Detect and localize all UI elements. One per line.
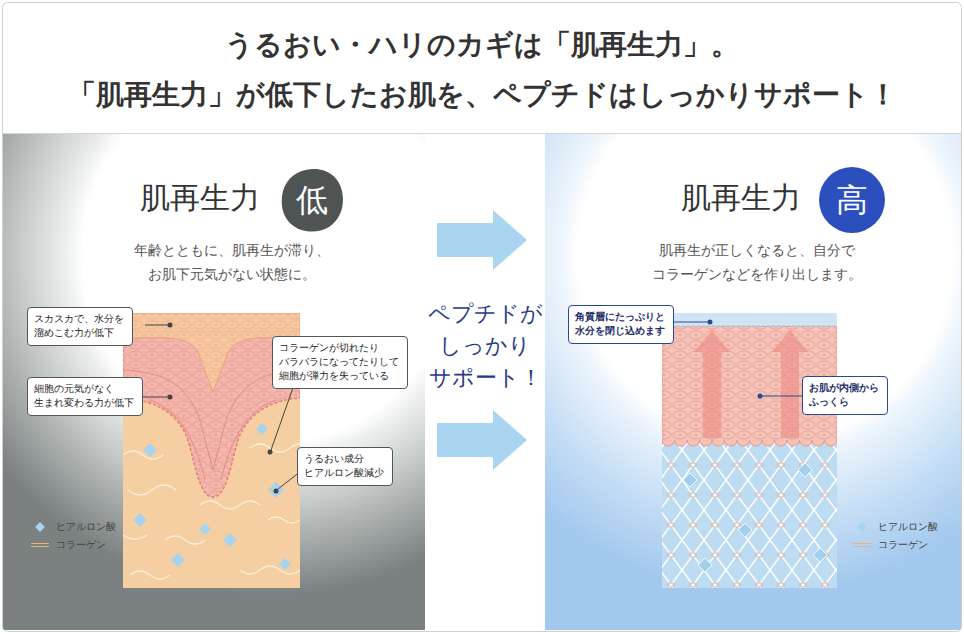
hyaluronic-acid: [279, 558, 291, 570]
callout-text: うるおい成分 ヒアルロン酸減少: [298, 448, 392, 484]
page-title: うるおい・ハリのカギは「肌再生力」。 「肌再生力」が低下したお肌を、ペプチドはし…: [68, 20, 897, 120]
leader-line: [672, 322, 810, 396]
callout-box: 細胞の元気がなく 生まれ変わる力が低下: [27, 377, 143, 416]
collagen-fiber: [128, 485, 176, 495]
skin-state-panel: 肌再生力肌再生が正しくなると、自分で コラーゲンなどを作り出します。 高角質層にた…: [545, 134, 961, 630]
legend-diamond: [857, 522, 867, 532]
callout-box: うるおい成分 ヒアルロン酸減少: [297, 447, 393, 486]
legend-label: ヒアルロン酸: [878, 520, 938, 534]
legend-entry: コラーゲン: [852, 538, 928, 552]
panel-ground: [545, 134, 961, 630]
level-mark: 高: [836, 184, 868, 216]
callout-box: 角質層にたっぷりと 水分を閉じ込めます: [568, 305, 674, 344]
growth-arrow: [694, 330, 730, 438]
center-message: ペプチドが しっかり サポート！: [428, 298, 543, 394]
block-arrow: [437, 210, 527, 270]
collagen-fiber: [200, 501, 260, 509]
block-arrow: [437, 410, 527, 470]
panel-ground: [3, 134, 961, 630]
hyaluronic-acid: [268, 482, 284, 498]
leader-dot: [708, 320, 763, 399]
growth-arrow: [694, 330, 808, 438]
hyaluronic-acid: [698, 558, 712, 572]
callout-box: お肌が内側から ふっくら: [802, 376, 888, 415]
header-rule: [3, 133, 961, 134]
callout-text: 細胞の元気がなく 生まれ変わる力が低下: [28, 378, 142, 414]
panel-description: 肌再生が正しくなると、自分で コラーゲンなどを作り出します。: [652, 238, 862, 286]
hyaluronic-acid: [199, 523, 211, 535]
panel-heading: 肌再生力: [681, 180, 801, 216]
legend-diamond: [35, 522, 45, 532]
legend-line: [31, 546, 49, 547]
hyaluronic-acid: [683, 473, 697, 487]
collagen-fiber: [250, 444, 300, 452]
badge-blob-shape: [282, 169, 343, 232]
legend-entry: ヒアルロン酸: [30, 520, 116, 534]
level-badge: 高: [819, 167, 885, 233]
callout-box: コラーゲンが切れたり バラバラになってたりして 細胞が弾力を失っている: [272, 336, 408, 389]
leader-dot: [758, 394, 763, 399]
collagen-fiber: [123, 451, 163, 459]
leader-dot: [708, 320, 713, 325]
legend-line: [853, 543, 871, 544]
collagen-fiber: [240, 566, 300, 574]
callout-text: 角質層にたっぷりと 水分を閉じ込めます: [569, 306, 673, 342]
panel-description: 年齢とともに、肌再生が滞り、 お肌下元気がない状態に。: [134, 238, 330, 286]
hyaluronic-acid: [223, 533, 237, 547]
leader-dot: [168, 323, 173, 328]
frame: [3, 3, 962, 632]
skin-illustration: [662, 313, 837, 588]
legend-line: [31, 543, 49, 544]
hyaluronic-acid: [256, 423, 268, 435]
level-badge: 低: [279, 167, 345, 233]
collagen-lattice: [662, 440, 837, 588]
leader-line: [271, 382, 295, 450]
collagen-fiber: [130, 571, 170, 579]
legend-entry: コラーゲン: [30, 538, 106, 552]
leader-line: [140, 397, 168, 398]
skin-state-panel: 肌再生力年齢とともに、肌再生が滞り、 お肌下元気がない状態に。 低スカスカで、水分…: [3, 134, 425, 630]
leader-dot: [268, 450, 273, 455]
callout-text: コラーゲンが切れたり バラバラになってたりして 細胞が弾力を失っている: [273, 337, 407, 387]
legend-sample: [852, 539, 872, 551]
leader-line: [672, 322, 708, 323]
leader-dot: [274, 489, 279, 494]
hyaluronic-acid: [813, 548, 827, 562]
stratum-corneum: [662, 313, 837, 326]
leader-line: [145, 325, 168, 326]
callout-text: スカスカで、水分を 溜めこむ力が低下: [28, 308, 132, 344]
callout-text: お肌が内側から ふっくら: [803, 377, 887, 413]
legend-label: コラーゲン: [878, 538, 928, 552]
legend-sample: [30, 539, 50, 551]
hyaluronic-acid: [143, 443, 157, 457]
legend-sample: [852, 521, 872, 533]
hyaluronic-acid: [738, 523, 752, 537]
panel-ground: [3, 134, 425, 630]
leader-dot: [168, 395, 173, 400]
hyaluronic-acid: [798, 463, 812, 477]
stratum-edge: [662, 325, 837, 326]
legend-line: [853, 546, 871, 547]
level-mark: 低: [296, 184, 328, 216]
legend-entry: ヒアルロン酸: [852, 520, 938, 534]
hyaluronic-acid: [171, 553, 185, 567]
callout-box: スカスカで、水分を 溜めこむ力が低下: [27, 307, 133, 346]
hyaluronic-acid: [133, 513, 147, 527]
collagen-fiber: [268, 517, 300, 523]
skin-illustration: [662, 313, 837, 588]
hyaluronic-acid: [683, 463, 827, 572]
legend-label: ヒアルロン酸: [56, 520, 116, 534]
panel-heading: 肌再生力: [140, 180, 260, 216]
leader-dot: [168, 323, 279, 494]
legend-label: コラーゲン: [56, 538, 106, 552]
collagen-fiber: [165, 536, 205, 544]
legend-sample: [30, 521, 50, 533]
collagen-fiber: [123, 535, 147, 539]
